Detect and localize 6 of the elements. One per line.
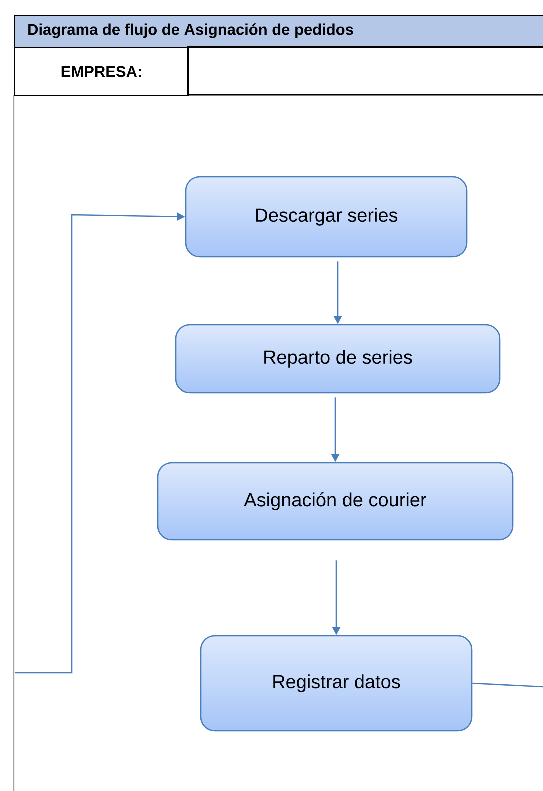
process-box: Asignación de courier (157, 462, 514, 541)
title-cell: Diagrama de flujo de Asignación de pedidos (14, 15, 543, 48)
table-cell: EMPRESA: (14, 47, 190, 96)
process-box: Reparto de series (175, 324, 501, 394)
process-box: Descargar series (185, 176, 468, 258)
process-box: Registrar datos (200, 635, 473, 732)
